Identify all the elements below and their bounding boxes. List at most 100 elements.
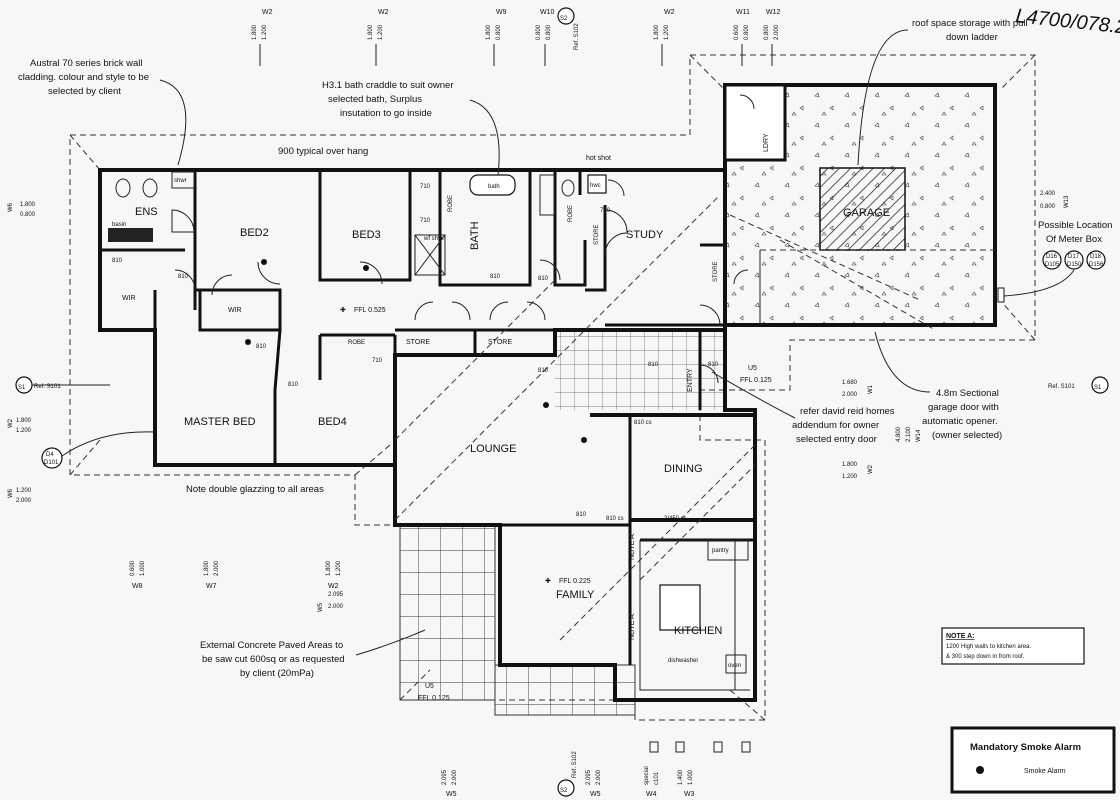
- svg-text:D150: D150: [1067, 262, 1082, 268]
- svg-text:1.200: 1.200: [16, 488, 32, 494]
- basin-label: basin: [112, 222, 126, 228]
- legend-item: Smoke Alarm: [1024, 768, 1066, 775]
- svg-text:2.100: 2.100: [906, 426, 912, 442]
- svg-text:2.000: 2.000: [214, 560, 220, 576]
- svg-text:c101: c101: [654, 771, 660, 785]
- note-hot-shot: hot shot: [586, 155, 611, 162]
- door-dimensions: 710 710 710 710 810 810 810 810 810 810 …: [112, 184, 719, 522]
- u5-porch: U5: [748, 365, 757, 372]
- dim-810-cs: 810 cs: [634, 420, 652, 426]
- svg-text:W1: W1: [868, 384, 874, 394]
- svg-text:W12: W12: [766, 9, 781, 16]
- note-a-line1: 1200 High walls to kitchen area.: [946, 644, 1031, 650]
- note-a-line2: & 300 step down in from roof.: [946, 654, 1025, 660]
- room-bed3: BED3: [352, 229, 381, 241]
- svg-text:0.600: 0.600: [734, 24, 740, 40]
- svg-text:1.200: 1.200: [336, 560, 342, 576]
- svg-text:2.400: 2.400: [1040, 191, 1056, 197]
- svg-text:0.600: 0.600: [130, 560, 136, 576]
- svg-text:W11: W11: [736, 9, 750, 16]
- ensuite-fixtures: shwr basin: [108, 171, 195, 242]
- svg-text:W8: W8: [132, 583, 143, 590]
- dim-710-d: 710: [372, 358, 383, 364]
- handwritten-reference: L4700/078.2: [1014, 5, 1120, 39]
- svg-text:4.800: 4.800: [896, 426, 902, 442]
- room-store-3: STORE: [594, 224, 600, 245]
- svg-text:1.200: 1.200: [16, 428, 32, 434]
- section-marker-s1-left: S1: [18, 385, 26, 391]
- svg-text:2.095: 2.095: [328, 592, 344, 598]
- ref-s101-left: Ref. S101: [34, 384, 61, 390]
- svg-text:1.200: 1.200: [842, 474, 858, 480]
- ref-s101-right: Ref. S101: [1048, 384, 1075, 390]
- svg-text:1.680: 1.680: [842, 380, 858, 386]
- svg-text:2.000: 2.000: [328, 604, 344, 610]
- svg-text:W3: W3: [684, 791, 695, 798]
- svg-text:D16: D16: [1046, 254, 1058, 260]
- note-roof-2: down ladder: [946, 32, 998, 43]
- svg-text:D105: D105: [1045, 262, 1060, 268]
- svg-text:W9: W9: [496, 9, 507, 16]
- dim-810-cs-2: 810 cs: [606, 516, 624, 522]
- annotations: Austral 70 series brick wall cladding. c…: [18, 18, 1028, 679]
- svg-text:0.800: 0.800: [744, 24, 750, 40]
- svg-text:W2: W2: [868, 464, 874, 474]
- room-lounge: LOUNGE: [470, 443, 516, 455]
- paved-areas: [399, 330, 725, 716]
- dim-810-h: 810: [648, 362, 659, 368]
- note-garage-door-3: automatic opener.: [922, 416, 998, 427]
- floor-levels: ✚ FFL 0.525 ✚ FFL 0.225 U5 FFL 0.125 U5 …: [340, 306, 772, 702]
- svg-text:1.200: 1.200: [262, 24, 268, 40]
- note-brick-1: Austral 70 series brick wall: [30, 58, 142, 69]
- hwc-label: hwc: [590, 183, 601, 189]
- svg-text:W2: W2: [664, 9, 675, 16]
- svg-text:W2: W2: [262, 9, 273, 16]
- svg-text:2.000: 2.000: [16, 498, 32, 504]
- svg-text:1.800: 1.800: [654, 24, 660, 40]
- room-wir-1: WIR: [122, 295, 136, 302]
- dim-710-c: 710: [600, 208, 611, 214]
- svg-text:1.000: 1.000: [140, 560, 146, 576]
- oven-label: oven: [728, 663, 741, 669]
- bath-tub-label: bath: [488, 184, 500, 190]
- svg-text:0.800: 0.800: [536, 24, 542, 40]
- room-bath: BATH: [469, 221, 481, 250]
- svg-text:1.000: 1.000: [688, 769, 694, 785]
- note-entry-door-3: selected entry door: [796, 434, 877, 445]
- bathroom-fixtures: bath wf shwr hwc: [414, 174, 607, 276]
- room-robe-2: ROBE: [348, 340, 365, 346]
- svg-text:W2: W2: [328, 583, 339, 590]
- dim-810-j: 810: [576, 512, 587, 518]
- dim-2450-cs: 2/450 cs: [664, 516, 687, 522]
- room-ldry: LDRY: [763, 133, 770, 152]
- section-marker-s1-right: S1: [1094, 385, 1102, 391]
- note-bath-1: H3.1 bath craddle to suit owner: [322, 80, 454, 91]
- room-dining: DINING: [664, 463, 703, 475]
- room-ens: ENS: [135, 206, 158, 218]
- svg-text:special: special: [644, 766, 650, 785]
- pantry-label: pantry: [712, 548, 729, 554]
- room-master-bed: MASTER BED: [184, 416, 256, 428]
- svg-text:1.800: 1.800: [486, 24, 492, 40]
- svg-text:0.800: 0.800: [1040, 204, 1056, 210]
- room-labels: ENS BED2 BED3 BATH STUDY GARAGE LDRY MAS…: [122, 133, 890, 637]
- svg-text:1.800: 1.800: [326, 560, 332, 576]
- note-a-kitchen-1: NOTE A:: [629, 532, 636, 560]
- ffl-marker-main: ✚: [340, 306, 346, 314]
- note-garage-door-4: (owner selected): [932, 430, 1002, 441]
- room-kitchen: KITCHEN: [674, 625, 722, 637]
